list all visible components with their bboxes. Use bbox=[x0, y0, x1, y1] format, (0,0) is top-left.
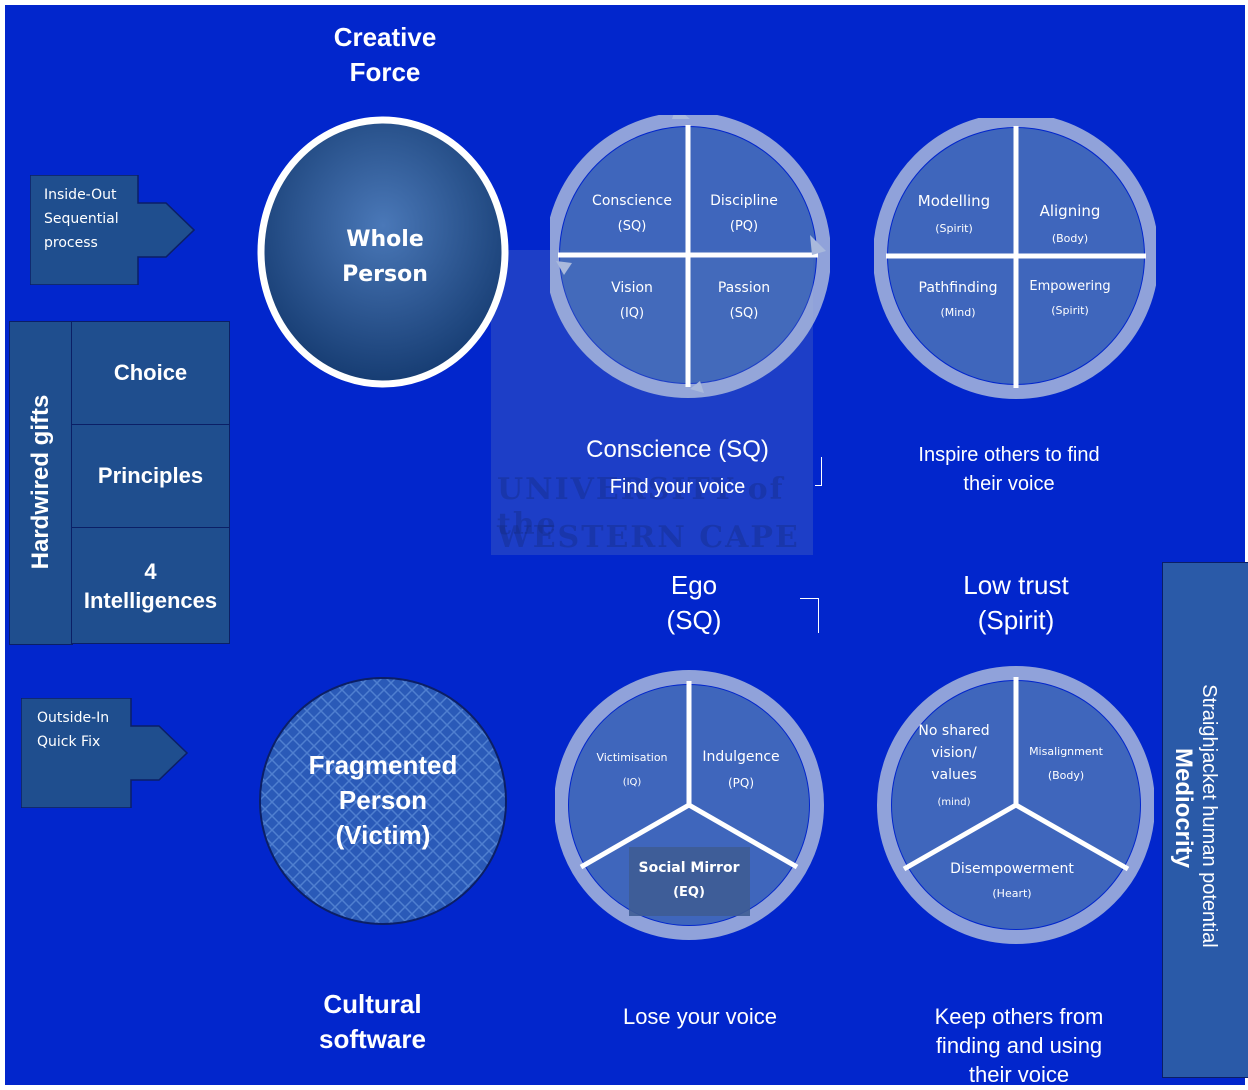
cultural-software-title: Cultural software bbox=[319, 989, 426, 1054]
wheel2-q1-sub: (Spirit) bbox=[935, 222, 973, 235]
bracket-mark bbox=[815, 457, 822, 486]
bwheel2-s1-line2: vision/ bbox=[931, 745, 977, 761]
watermark-line-1: UNIVERSITY of the bbox=[497, 472, 785, 542]
inspire-caption: Inspire others to find their voice bbox=[918, 444, 1100, 495]
bwheel2-s1-line3: values bbox=[931, 767, 977, 783]
bwheel1-s3-name: Social Mirror bbox=[639, 860, 740, 876]
wheel1-q3-name: Vision bbox=[611, 280, 653, 296]
mediocrity-panel: Mediocrity Straighjacket human potential bbox=[1162, 562, 1248, 1078]
outside-in-label: Outside-In Quick Fix bbox=[37, 710, 110, 750]
bwheel2-s2-sub: (Body) bbox=[1048, 769, 1084, 782]
bracket-mark bbox=[800, 598, 819, 633]
outside-in-arrow: Outside-In Quick Fix bbox=[20, 697, 189, 809]
wheel2-q1-name: Modelling bbox=[918, 192, 990, 210]
top-wheel-find-voice: Conscience (SQ) Discipline (PQ) Vision (… bbox=[550, 115, 830, 398]
wheel2-q4-sub: (Spirit) bbox=[1051, 304, 1089, 317]
inside-out-label: Inside-Out Sequential process bbox=[44, 187, 119, 251]
hardwired-gifts-label-box: Hardwired gifts bbox=[9, 321, 73, 645]
wheel1-q1-name: Conscience bbox=[592, 193, 672, 209]
bwheel2-s1-sub: (mind) bbox=[937, 797, 970, 808]
fragmented-person-circle bbox=[259, 677, 507, 925]
wheel1-q3-sub: (IQ) bbox=[620, 306, 644, 321]
wheel1-q1-sub: (SQ) bbox=[618, 219, 647, 234]
low-trust-caption: Low trust (Spirit) bbox=[963, 570, 1069, 635]
bottom-wheel-lose-voice: Victimisation (IQ) Indulgence (PQ) Socia… bbox=[555, 670, 824, 940]
bottom-wheel-keep-others: No shared vision/ values (mind) Misalign… bbox=[877, 666, 1154, 944]
ego-caption: Ego (SQ) bbox=[666, 570, 722, 635]
gift-choice: Choice bbox=[71, 321, 230, 425]
bwheel1-s3-sub: (EQ) bbox=[673, 885, 705, 900]
wheel2-q2-name: Aligning bbox=[1040, 202, 1101, 220]
bwheel2-s3-name: Disempowerment bbox=[950, 861, 1074, 877]
bwheel2-s1-line1: No shared bbox=[918, 723, 989, 739]
gift-intelligences: 4 Intelligences bbox=[71, 527, 230, 644]
wheel1-q4-name: Passion bbox=[718, 280, 770, 296]
find-your-voice-caption: Find your voice bbox=[609, 476, 746, 498]
wheel2-q3-name: Pathfinding bbox=[919, 280, 998, 296]
wheel2-q2-sub: (Body) bbox=[1052, 232, 1088, 245]
bwheel1-s1-sub: (IQ) bbox=[623, 777, 642, 788]
gift-principles: Principles bbox=[71, 424, 230, 528]
hardwired-gifts-title: Hardwired gifts bbox=[27, 394, 54, 570]
top-wheel-inspire: Modelling (Spirit) Aligning (Body) Pathf… bbox=[874, 118, 1156, 399]
wheel1-q2-sub: (PQ) bbox=[730, 219, 758, 234]
conscience-caption: Conscience (SQ) bbox=[586, 436, 769, 463]
mediocrity-title: Mediocrity bbox=[1170, 747, 1197, 869]
mediocrity-subtitle: Straighjacket human potential bbox=[1198, 684, 1220, 948]
watermark-line-2: WESTERN CAPE bbox=[497, 520, 800, 555]
wheel2-q3-sub: (Mind) bbox=[940, 306, 975, 319]
creative-force-title: Creative Force bbox=[333, 22, 437, 87]
bwheel1-s2-name: Indulgence bbox=[702, 749, 779, 765]
inside-out-arrow: Inside-Out Sequential process bbox=[29, 174, 196, 286]
bwheel1-s1-name: Victimisation bbox=[596, 751, 667, 764]
wheel2-q4-name: Empowering bbox=[1029, 279, 1110, 294]
fragmented-person-label: Fragmented Person (Victim) bbox=[308, 750, 458, 850]
bwheel1-s2-sub: (PQ) bbox=[728, 776, 754, 790]
wheel1-q2-name: Discipline bbox=[710, 193, 778, 209]
wheel1-q4-sub: (SQ) bbox=[730, 306, 759, 321]
keep-others-caption: Keep others from finding and using their… bbox=[934, 1004, 1104, 1087]
whole-person-label: Whole Person bbox=[342, 227, 428, 287]
bwheel2-s2-name: Misalignment bbox=[1029, 745, 1104, 758]
lose-voice-caption: Lose your voice bbox=[622, 1004, 778, 1029]
whole-person-circle bbox=[257, 116, 509, 388]
bwheel2-s3-sub: (Heart) bbox=[992, 887, 1031, 900]
